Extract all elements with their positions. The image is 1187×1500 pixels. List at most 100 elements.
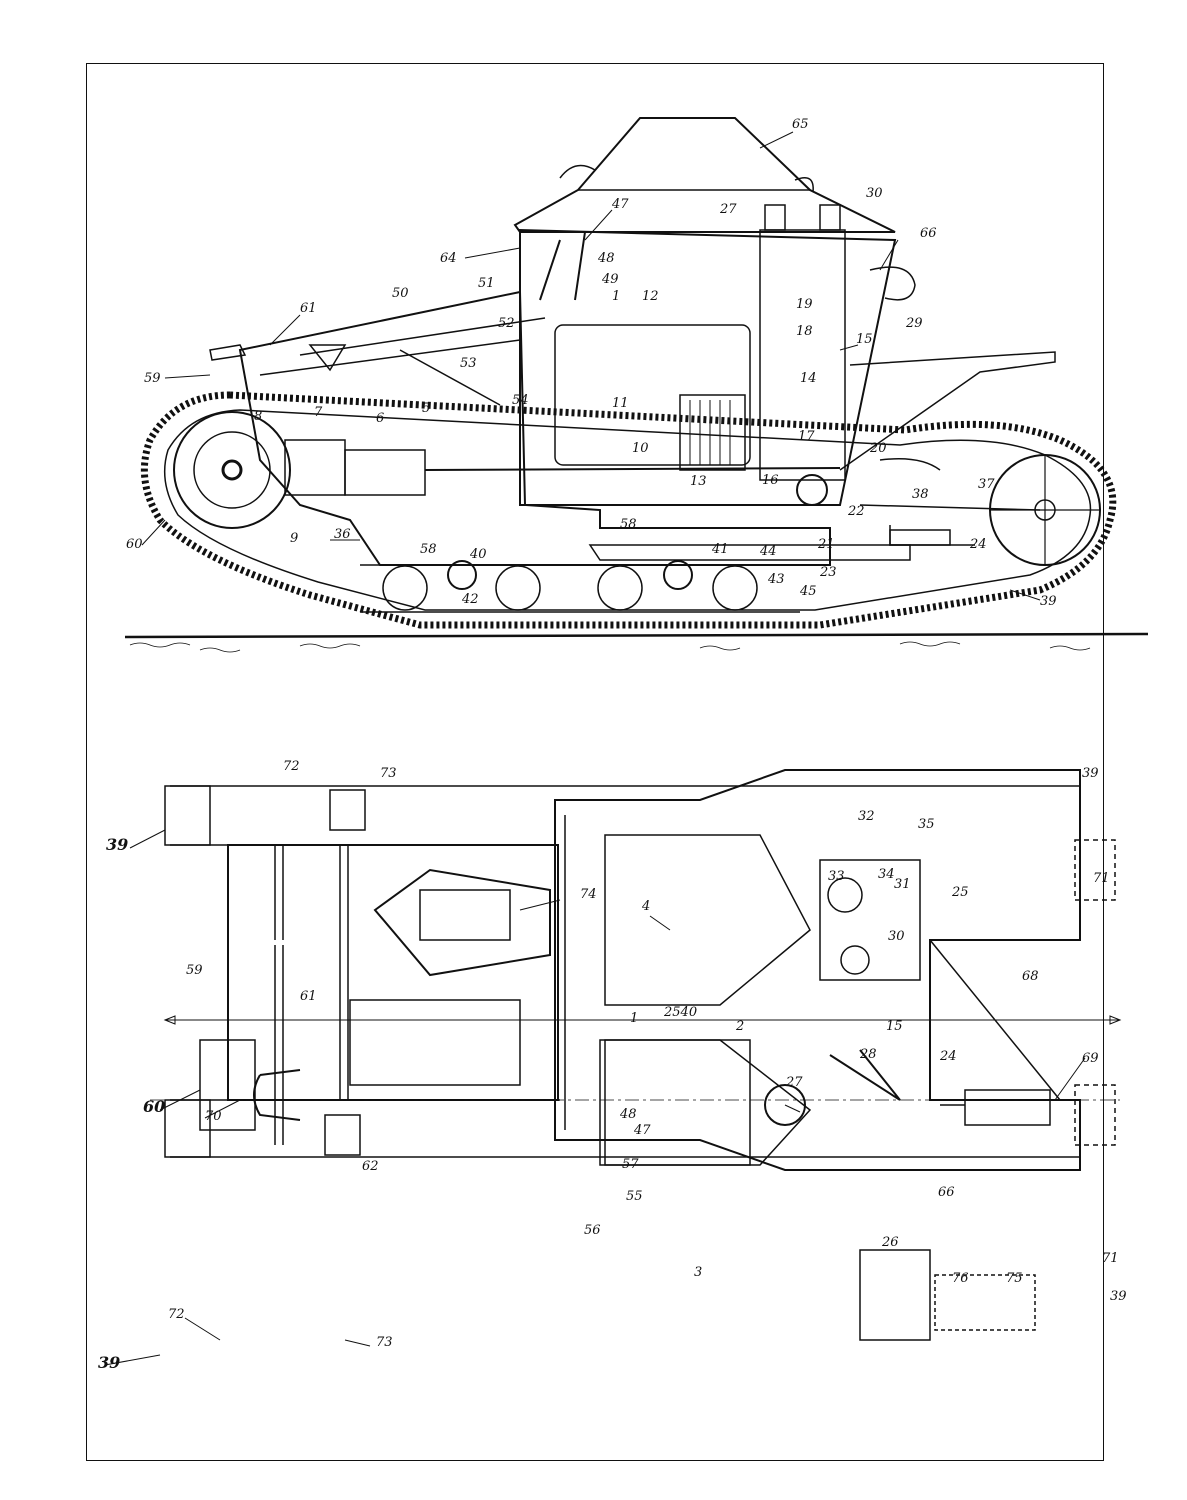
label-side-11: 11 [612,396,629,411]
label-side-29: 29 [905,316,923,331]
seat-4 [604,834,811,1006]
label-side-13: 13 [690,474,707,489]
label-side-36: 36 [334,527,351,542]
label-plan-28: 28 [859,1047,877,1062]
hull-rear [238,290,831,566]
ground-line [124,632,1149,639]
tank-75 [934,1274,1036,1331]
label-side-41: 41 [711,542,729,557]
side-view [124,117,1149,653]
label-side-12: 12 [642,289,659,304]
lever-28 [829,1049,901,1101]
tail-skid-mount [209,344,247,361]
fighting-compartment [519,228,897,506]
label-side-37: 37 [978,477,995,492]
label-plan-76: 76 [952,1271,969,1286]
label-plan-2: 2 [735,1019,744,1034]
leader-lines [104,131,1086,1366]
label-plan-48: 48 [619,1107,637,1122]
deck-strips [274,845,284,1145]
label-plan-55: 55 [626,1189,643,1204]
plan-view [150,769,1122,1341]
label-side-8: 8 [254,409,262,424]
label-side-1: 1 [612,289,620,304]
label-plan-33: 33 [828,869,845,884]
label-side-39: 39 [1040,594,1057,609]
access-panel-62 [349,999,521,1086]
tow-hook [889,529,951,546]
label-side-65: 65 [792,117,809,132]
label-side-23: 23 [819,565,837,580]
label-plan-60: 60 [143,1097,165,1116]
label-side-59: 59 [144,371,161,386]
label-side-51: 51 [478,276,495,291]
label-side-50: 50 [392,286,409,301]
label-plan-4: 4 [641,899,650,914]
label-plan-39d: 39 [1110,1289,1127,1304]
front-drum [796,474,828,506]
cap-31 [827,877,863,913]
tension-rod-38 [859,504,1041,511]
track-end-front-bottom [1074,1084,1116,1146]
label-plan-39a: 39 [106,835,128,854]
filler-27 [764,1084,806,1126]
label-plan-72a: 72 [283,759,300,774]
sprocket-hub [193,431,271,509]
side-view-labels: 65 47 27 30 66 64 48 49 1 12 19 29 61 50… [126,117,1057,609]
label-plan-73a: 73 [380,766,397,781]
label-plan-57: 57 [622,1157,639,1172]
label-side-52: 52 [498,316,515,331]
label-side-18: 18 [796,324,813,339]
drive-sprocket [173,411,291,529]
radiator [679,394,746,471]
filler-cap-30 [819,204,841,231]
label-side-38: 38 [912,487,929,502]
box-26 [859,1249,931,1341]
label-plan-32: 32 [858,809,875,824]
label-plan-15: 15 [886,1019,903,1034]
dimension-arrows [163,1015,1122,1025]
label-side-9: 9 [290,531,298,546]
label-side-48: 48 [597,251,615,266]
front-mudguard [879,458,941,471]
ground-hatching [129,641,1091,653]
cap-30 [840,945,870,975]
label-plan-39c: 39 [98,1353,120,1372]
label-side-58a: 58 [620,517,637,532]
track-end-front-top [1074,839,1116,901]
label-side-16: 16 [762,473,779,488]
label-side-10: 10 [632,441,649,456]
label-plan-62: 62 [362,1159,379,1174]
label-side-5: 5 [422,401,430,416]
lamp-73-bottom [324,1114,361,1156]
label-plan-35: 35 [918,817,935,832]
seat-3 [604,1039,812,1166]
turret-hatch-rear [559,164,596,179]
label-plan-26: 26 [881,1235,899,1250]
engine-2 [599,1039,751,1166]
label-side-14: 14 [800,371,817,386]
gearbox-housing [419,889,511,941]
label-plan-71a: 71 [1093,871,1110,886]
label-plan-34: 34 [878,867,895,882]
label-plan-1: 1 [630,1011,638,1026]
label-plan-66: 66 [938,1185,955,1200]
label-side-64: 64 [440,251,457,266]
track-end-rear-bottom [164,1099,211,1158]
label-plan-73b: 73 [376,1335,393,1350]
label-side-54: 54 [512,393,529,408]
label-side-66: 66 [920,226,937,241]
label-plan-71b: 71 [1102,1251,1119,1266]
label-side-30: 30 [866,186,883,201]
turret [513,117,896,233]
gearbox [284,439,346,496]
label-plan-39b: 39 [1082,766,1099,781]
label-plan-74: 74 [580,887,597,902]
label-plan-2540: 2540 [663,1005,697,1020]
track-outer [140,391,1117,629]
label-plan-25: 25 [951,885,969,900]
label-side-61: 61 [300,301,317,316]
drive-shaft [424,467,841,471]
label-plan-30: 30 [888,929,905,944]
